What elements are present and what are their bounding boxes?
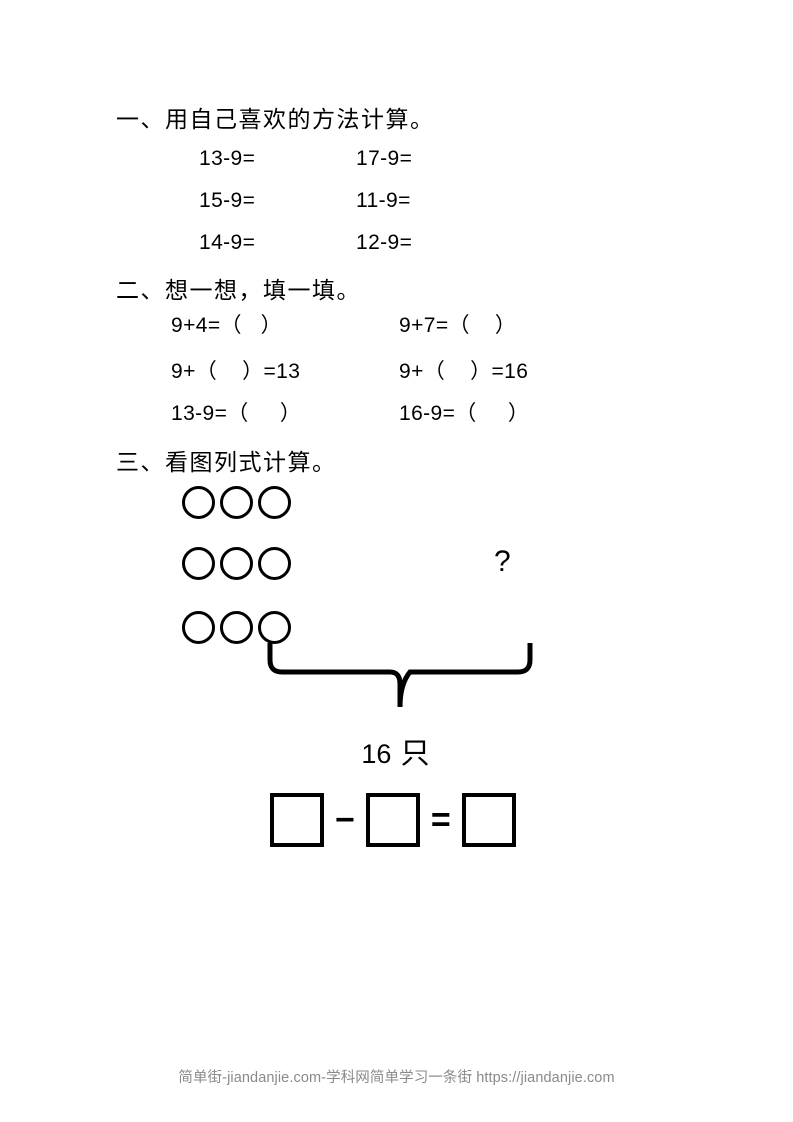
equals-operator: = <box>430 801 451 839</box>
problem-1-3-left: 14-9= <box>199 231 256 254</box>
answer-box-3[interactable] <box>461 793 516 847</box>
problem-1-1-right: 17-9= <box>356 147 413 170</box>
circle-icon <box>258 486 291 519</box>
minus-operator: − <box>335 801 355 839</box>
circle-icon <box>182 547 215 580</box>
unknown-quantity-marker: ? <box>494 545 511 578</box>
circle-icon <box>182 486 215 519</box>
section-1-heading: 一、用自己喜欢的方法计算。 <box>116 107 435 132</box>
section-2-heading: 二、想一想，填一填。 <box>116 278 361 303</box>
circle-row-3 <box>182 611 291 644</box>
answer-box-1[interactable] <box>270 793 324 847</box>
total-quantity-number: 16 <box>361 739 392 769</box>
problem-2-2-right: 9+（ ）=16 <box>399 360 529 383</box>
footer-watermark: 简单街-jiandanjie.com-学科网简单学习一条街 https://ji… <box>178 1070 615 1086</box>
circle-icon <box>220 486 253 519</box>
total-quantity-unit: 只 <box>400 738 432 770</box>
circle-row-1 <box>182 486 291 519</box>
problem-1-1-left: 13-9= <box>199 147 256 170</box>
answer-box-2[interactable] <box>365 793 420 847</box>
problem-2-3-right: 16-9=（ ） <box>399 402 530 425</box>
problem-2-2-left: 9+（ ）=13 <box>171 360 301 383</box>
answer-equation: − = <box>270 793 516 847</box>
section-3-heading: 三、看图列式计算。 <box>116 450 337 475</box>
circle-icon <box>182 611 215 644</box>
total-quantity-label: 16 只 <box>0 730 793 772</box>
problem-2-1-left: 9+4=（ ） <box>171 314 282 337</box>
circle-icon <box>258 611 291 644</box>
circle-row-2 <box>182 547 291 580</box>
problem-2-1-right: 9+7=（ ） <box>399 314 517 337</box>
problem-2-3-left: 13-9=（ ） <box>171 402 302 425</box>
grouping-brace <box>262 640 538 710</box>
circle-icon <box>220 611 253 644</box>
problem-1-2-left: 15-9= <box>199 189 256 212</box>
problem-1-3-right: 12-9= <box>356 231 413 254</box>
circle-icon <box>258 547 291 580</box>
problem-1-2-right: 11-9= <box>356 189 411 212</box>
circle-icon <box>220 547 253 580</box>
